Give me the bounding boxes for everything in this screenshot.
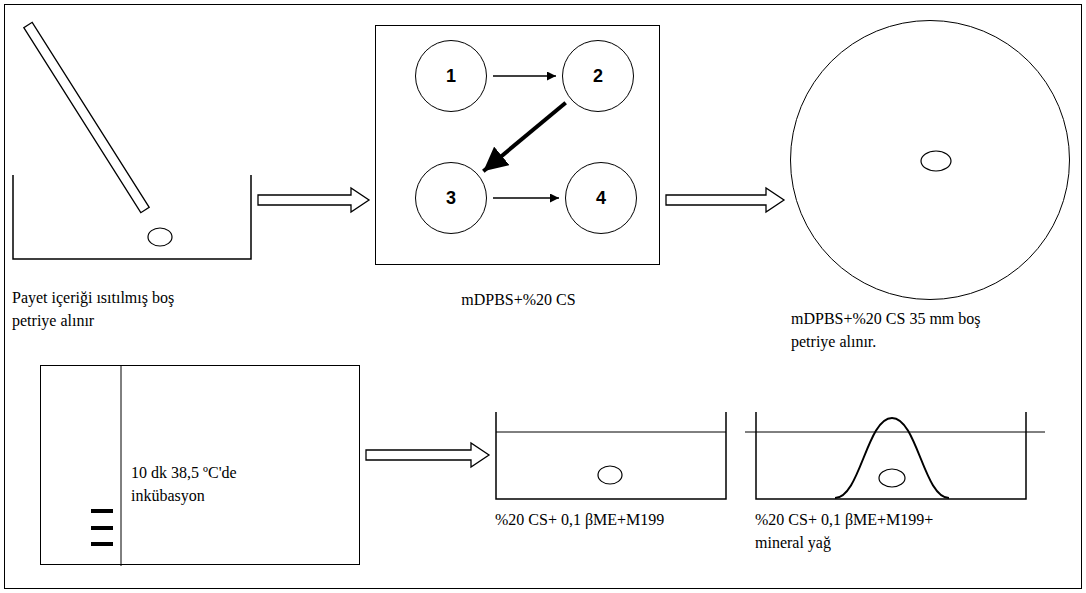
incubator-door-line: [121, 366, 122, 566]
block-arrow: [366, 443, 489, 467]
dish-wall: [496, 412, 726, 499]
text-holder: 1: [416, 41, 486, 111]
flow-arrow: [483, 103, 565, 171]
culture-dish-oil: %20 CS+ 0,1 βME+M199+ mineral yağ: [755, 412, 1027, 500]
oocyte: [148, 228, 172, 246]
text-holder: 4: [566, 163, 636, 233]
incubator-handle: [91, 509, 113, 513]
block-arrow: [258, 188, 369, 212]
wash-drop: 2: [562, 40, 634, 112]
wash-drop: 1: [415, 40, 487, 112]
wash-box: mDPBS+%20 CS1234: [375, 25, 660, 265]
step-caption: %20 CS+ 0,1 βME+M199+ mineral yağ: [755, 508, 970, 554]
step-caption: mDPBS+%20 CS: [376, 288, 661, 311]
petri-dish-top: mDPBS+%20 CS 35 mm boş petriye alınır.: [790, 20, 1070, 300]
step-caption: mDPBS+%20 CS 35 mm boş petriye alınır.: [791, 307, 1021, 353]
step-number: 4: [596, 188, 606, 208]
incubator-box: 10 dk 38,5 ºC'de inkübasyon: [40, 365, 360, 565]
step-caption: 10 dk 38,5 ºC'de inkübasyon: [131, 461, 296, 507]
shape-outline: [12, 175, 252, 260]
flow-arrow: [493, 197, 559, 199]
shape-outline: [791, 21, 1071, 301]
wash-drop: 4: [565, 162, 637, 234]
step-caption: Payet içeriği ısıtılmış boş petriye alın…: [12, 286, 190, 332]
step-number: 2: [593, 66, 603, 86]
oocyte: [879, 469, 905, 487]
shape-outline: [495, 412, 727, 500]
text-holder: 3: [416, 163, 486, 233]
block-arrow: [666, 188, 784, 212]
text-holder: 2: [563, 41, 633, 111]
incubator-handle: [91, 542, 113, 546]
incubator-handle: [91, 526, 113, 530]
oocyte: [598, 466, 622, 484]
shape-outline: [755, 412, 1027, 500]
dish-wall: [13, 175, 251, 259]
text-holder: %20 CS+ 0,1 βME+M199+ mineral yağ: [755, 508, 970, 554]
straw: [24, 22, 149, 212]
medium-level: [496, 432, 726, 433]
oocyte: [921, 151, 951, 171]
petri-dish: Payet içeriği ısıtılmış boş petriye alın…: [12, 175, 252, 260]
oil-level: [745, 432, 1045, 433]
figure-frame: [5, 5, 1082, 589]
culture-dish: %20 CS+ 0,1 βME+M199: [495, 412, 727, 500]
text-holder: mDPBS+%20 CS 35 mm boş petriye alınır.: [791, 307, 1021, 353]
text-holder: %20 CS+ 0,1 βME+M199: [495, 508, 755, 531]
text-holder: mDPBS+%20 CS: [376, 288, 661, 311]
text-holder: 10 dk 38,5 ºC'de inkübasyon: [131, 461, 296, 507]
medium-drop: [835, 418, 949, 498]
step-caption: %20 CS+ 0,1 βME+M199: [495, 508, 755, 531]
wash-drop: 3: [415, 162, 487, 234]
text-holder: Payet içeriği ısıtılmış boş petriye alın…: [12, 286, 190, 332]
dish-wall: [756, 412, 1026, 499]
step-number: 3: [446, 188, 456, 208]
flow-arrow: [493, 75, 556, 77]
step-number: 1: [446, 66, 456, 86]
